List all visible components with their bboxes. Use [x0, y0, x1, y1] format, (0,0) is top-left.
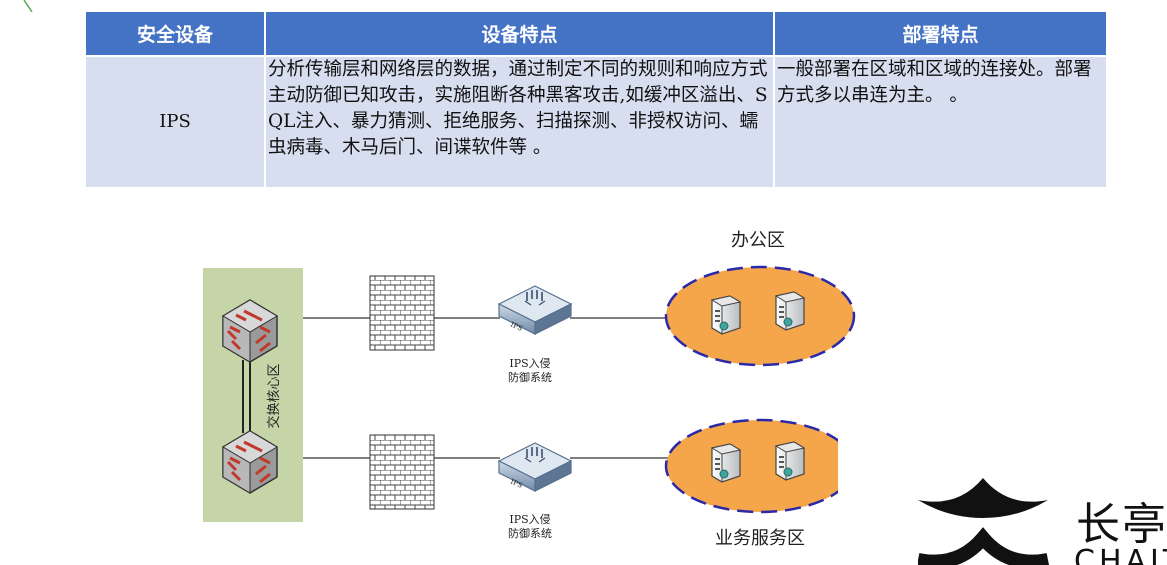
watermark: 长亭科 CHAIT	[838, 420, 1167, 565]
watermark-logo-icon	[918, 478, 1049, 565]
server-icon	[775, 291, 805, 331]
business-zone	[664, 418, 856, 514]
cell-device: IPS	[86, 55, 266, 187]
table-row: IPS 分析传输层和网络层的数据，通过制定不同的规则和响应方式主动防御已知攻击，…	[86, 55, 1106, 187]
cell-deployment: 一般部署在区域和区域的连接处。部署方式多以串连为主。 。	[774, 55, 1106, 187]
corner-mark	[23, 0, 33, 12]
firewall-icon	[369, 275, 435, 351]
ips-label-line1: IPS入侵	[509, 513, 550, 526]
watermark-subtext: CHAIT	[1074, 544, 1167, 565]
office-zone	[664, 265, 856, 367]
watermark-text: 长亭科	[1076, 499, 1167, 550]
ips-label-line1: IPS入侵	[509, 357, 550, 370]
table-header-row: 安全设备 设备特点 部署特点	[86, 12, 1106, 56]
header-features: 设备特点	[265, 12, 775, 56]
security-device-table: 安全设备 设备特点 部署特点 IPS 分析传输层和网络层的数据，通过制定不同的规…	[86, 12, 1106, 187]
server-icon	[775, 441, 805, 481]
cell-features: 分析传输层和网络层的数据，通过制定不同的规则和响应方式主动防御已知攻击，实施阻断…	[265, 55, 775, 187]
header-deployment: 部署特点	[774, 12, 1106, 56]
firewall-icon	[369, 434, 435, 510]
server-icon	[711, 443, 741, 483]
core-zone-label: 交换核心区	[266, 363, 282, 428]
header-device: 安全设备	[86, 12, 266, 56]
business-zone-label: 业务服务区	[715, 528, 805, 549]
server-icon	[711, 295, 741, 335]
ips-label-line2: 防御系统	[508, 370, 552, 384]
office-zone-label: 办公区	[731, 230, 785, 251]
ips-label-line2: 防御系统	[508, 526, 552, 540]
